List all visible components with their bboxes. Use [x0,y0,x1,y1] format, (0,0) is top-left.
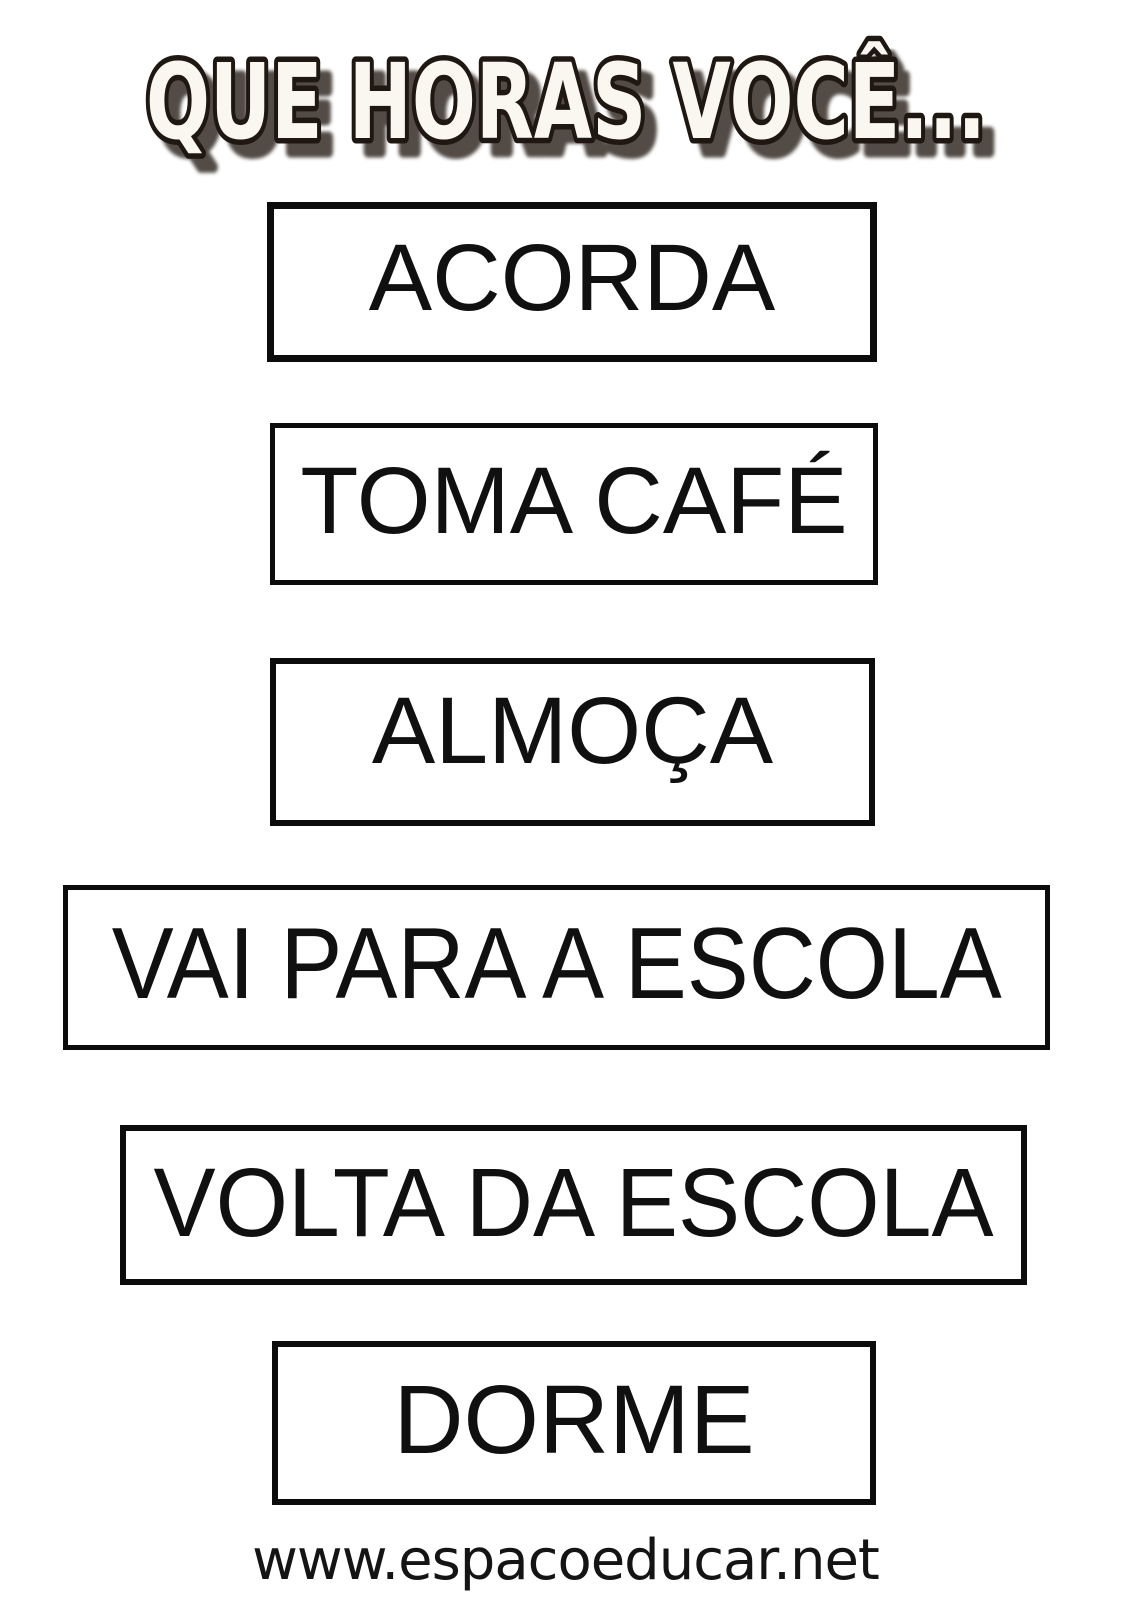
card-almoca: ALMOÇA [270,658,875,826]
card-dorme-label: DORME [393,1364,755,1474]
footer-url: www.espacoeducar.net [252,1528,880,1593]
title-text: QUE HORAS VOCÊ... [146,41,986,163]
card-acorda-label: ACORDA [368,224,776,331]
card-acorda: ACORDA [267,202,877,362]
title-shadow-text: QUE HORAS VOCÊ... [158,55,998,177]
card-volta-da-escola-label: VOLTA DA ESCOLA [153,1147,994,1257]
card-almoca-label: ALMOÇA [371,677,774,784]
page-title: QUE HORAS VOCÊ... QUE HORAS VOCÊ... [0,26,1131,186]
card-vai-para-a-escola-label: VAI PARA A ESCOLA [111,908,1002,1020]
card-volta-da-escola: VOLTA DA ESCOLA [120,1125,1027,1285]
card-toma-cafe-label: TOMA CAFÉ [300,447,848,554]
card-vai-para-a-escola: VAI PARA A ESCOLA [63,885,1050,1050]
title-bubble-text-svg: QUE HORAS VOCÊ... QUE HORAS VOCÊ... [141,36,1004,183]
card-dorme: DORME [272,1341,876,1505]
card-toma-cafe: TOMA CAFÉ [270,423,878,585]
